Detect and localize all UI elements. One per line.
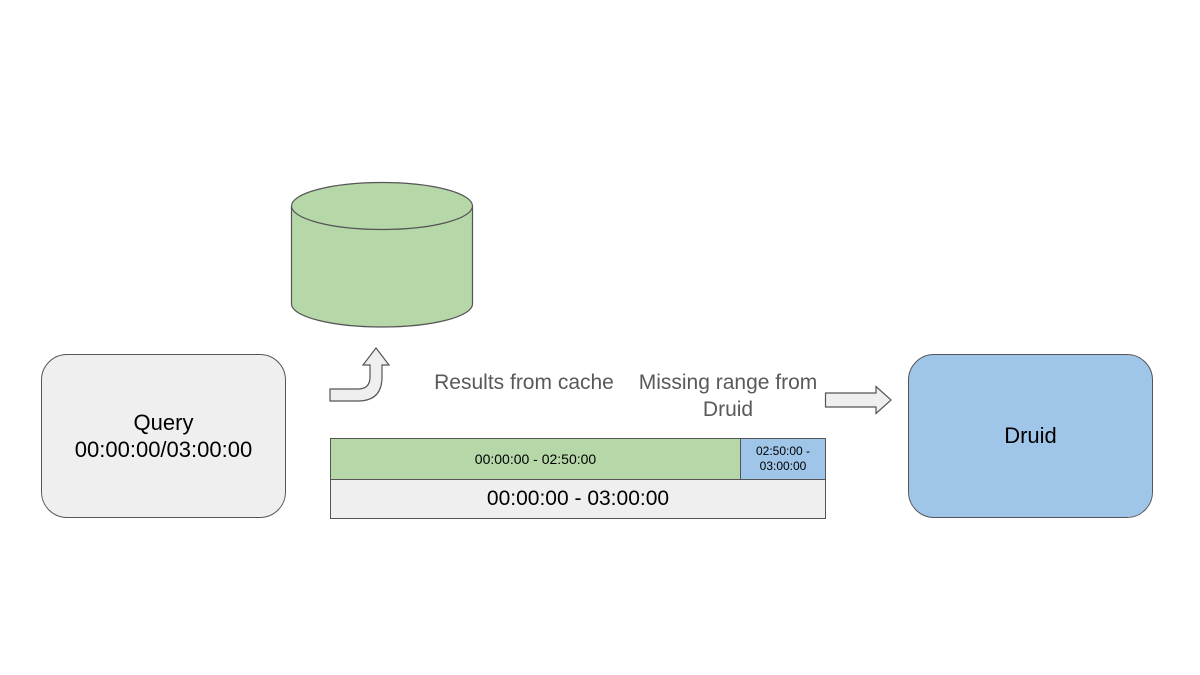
results-from-cache-label: Results from cache: [434, 371, 614, 394]
right-arrow-icon: [824, 385, 892, 415]
cached-range-segment: 00:00:00 - 02:50:00: [330, 438, 741, 480]
missing-range-label: Missing range from Druid: [638, 371, 818, 421]
full-range-text: 00:00:00 - 03:00:00: [486, 487, 670, 510]
bent-up-arrow-icon: [329, 347, 391, 402]
cache-database-icon: [290, 181, 474, 328]
druid-title: Druid: [1004, 423, 1057, 448]
full-range-segment: 00:00:00 - 03:00:00: [330, 479, 826, 519]
cached-range-text: 00:00:00 - 02:50:00: [474, 451, 597, 467]
query-node: Query 00:00:00/03:00:00: [41, 354, 286, 518]
missing-range-segment: 02:50:00 - 03:00:00: [740, 438, 826, 480]
druid-node: Druid: [908, 354, 1153, 518]
query-title: Query: [133, 410, 194, 435]
missing-range-text: 02:50:00 - 03:00:00: [755, 444, 811, 473]
query-range: 00:00:00/03:00:00: [74, 437, 253, 462]
